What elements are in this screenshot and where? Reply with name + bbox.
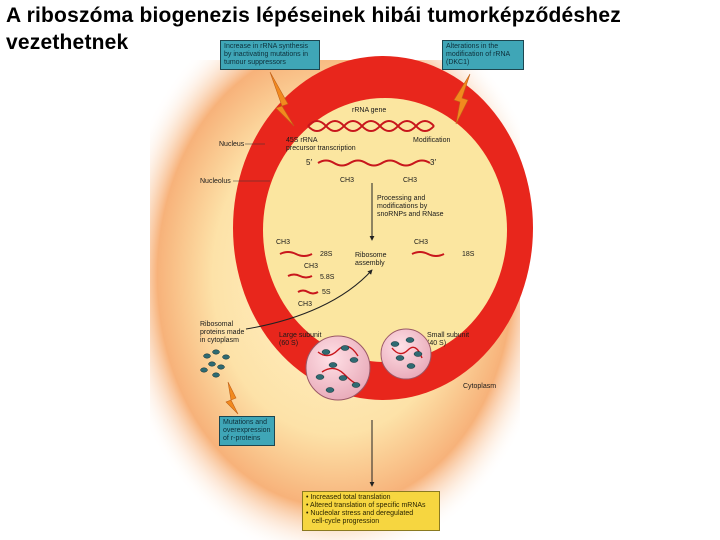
box-rrna-modification-line-3: (DKC1) <box>446 59 470 66</box>
rrna-gene-helix <box>307 120 435 132</box>
nucleolus-label: Nucleolus <box>200 178 231 185</box>
box-r-protein-line-2: overexpression <box>223 427 271 434</box>
modification-label: Modification <box>413 137 450 144</box>
large-subunit-label-1: Large subunit <box>279 332 321 339</box>
ribosomal-protein-dots <box>200 349 230 378</box>
processing-label-1: Processing and <box>377 195 425 202</box>
box-rrna-modification: Alterations in the modification of rRNA … <box>442 40 524 70</box>
nucleolus-region <box>263 98 507 362</box>
ribosomal-proteins-label-3: in cytoplasm <box>200 337 239 344</box>
box-rrna-synthesis-line-1: Increase in rRNA synthesis <box>224 43 309 50</box>
processing-label-2: modifications by <box>377 203 428 210</box>
outcome-line-3: • Nucleolar stress and deregulated <box>306 510 414 517</box>
nucleus-label: Nucleus <box>219 141 245 148</box>
outcome-line-2: • Altered translation of specific mRNAs <box>306 502 426 509</box>
rrna-28s-strand <box>279 251 313 257</box>
ch3-label-a: CH3 <box>340 177 354 184</box>
ch3-label-d: CH3 <box>304 263 318 270</box>
box-r-protein-line-1: Mutations and <box>223 419 267 426</box>
ribosome-assembly-label-2: assembly <box>355 260 385 267</box>
box-r-protein-mutations: Mutations and overexpression of r-protei… <box>219 416 275 446</box>
box-rrna-modification-line-1: Alterations in the <box>446 43 499 50</box>
protein-import-arrow <box>245 269 373 330</box>
rrna-58s-label: 5.8S <box>320 274 335 281</box>
rrna-18s-strand <box>411 251 445 257</box>
five-prime-label: 5′ <box>306 158 312 167</box>
small-subunit-label-2: (40 S) <box>427 340 446 347</box>
large-subunit <box>305 335 371 401</box>
lightning-bolt-left-top <box>269 71 295 127</box>
box-r-protein-line-3: of r-proteins <box>223 435 261 442</box>
ch3-label-e: CH3 <box>298 301 312 308</box>
rrna-58s-strand <box>287 273 313 279</box>
title-line-1: A riboszóma biogenezis lépéseinek hibái … <box>6 4 621 27</box>
rrna-18s-label: 18S <box>462 251 475 258</box>
precursor-label-2: precursor transcription <box>286 145 356 152</box>
ribosomal-proteins-label-2: proteins made <box>200 329 244 336</box>
precursor-strand <box>317 159 431 167</box>
rrna-5s-label: 5S <box>322 289 331 296</box>
processing-label-3: snoRNPs and RNase <box>377 211 444 218</box>
lightning-bolt-right-top <box>453 73 471 125</box>
ch3-label-f: CH3 <box>414 239 428 246</box>
ch3-label-b: CH3 <box>403 177 417 184</box>
three-prime-label: 3′ <box>430 158 436 167</box>
outcome-line-1: • Increased total translation <box>306 494 391 501</box>
cytoplasm-label: Cytoplasm <box>463 383 496 390</box>
box-rrna-synthesis: Increase in rRNA synthesis by inactivati… <box>220 40 320 70</box>
outcome-line-4: cell-cycle progression <box>306 518 380 525</box>
slide-title: A riboszóma biogenezis lépéseinek hibái … <box>6 2 718 56</box>
ch3-label-c: CH3 <box>276 239 290 246</box>
box-outcomes: • Increased total translation • Altered … <box>302 491 440 531</box>
rrna-gene-label: rRNA gene <box>352 107 386 114</box>
small-subunit-label-1: Small subunit <box>427 332 469 339</box>
large-subunit-label-2: (60 S) <box>279 340 298 347</box>
ribosome-assembly-label-1: Ribosome <box>355 252 387 259</box>
lightning-bolt-bottom-left <box>225 381 239 415</box>
rrna-5s-strand <box>297 289 319 295</box>
title-line-2: vezethetnek <box>6 31 129 54</box>
box-rrna-modification-line-2: modification of rRNA <box>446 51 511 58</box>
box-rrna-synthesis-line-3: tumour suppressors <box>224 59 286 66</box>
precursor-label-1: 45S rRNA <box>286 137 318 144</box>
small-subunit <box>380 328 432 380</box>
ribosomal-proteins-label-1: Ribosomal <box>200 321 234 328</box>
rrna-28s-label: 28S <box>320 251 333 258</box>
box-rrna-synthesis-line-2: by inactivating mutations in <box>224 51 309 58</box>
